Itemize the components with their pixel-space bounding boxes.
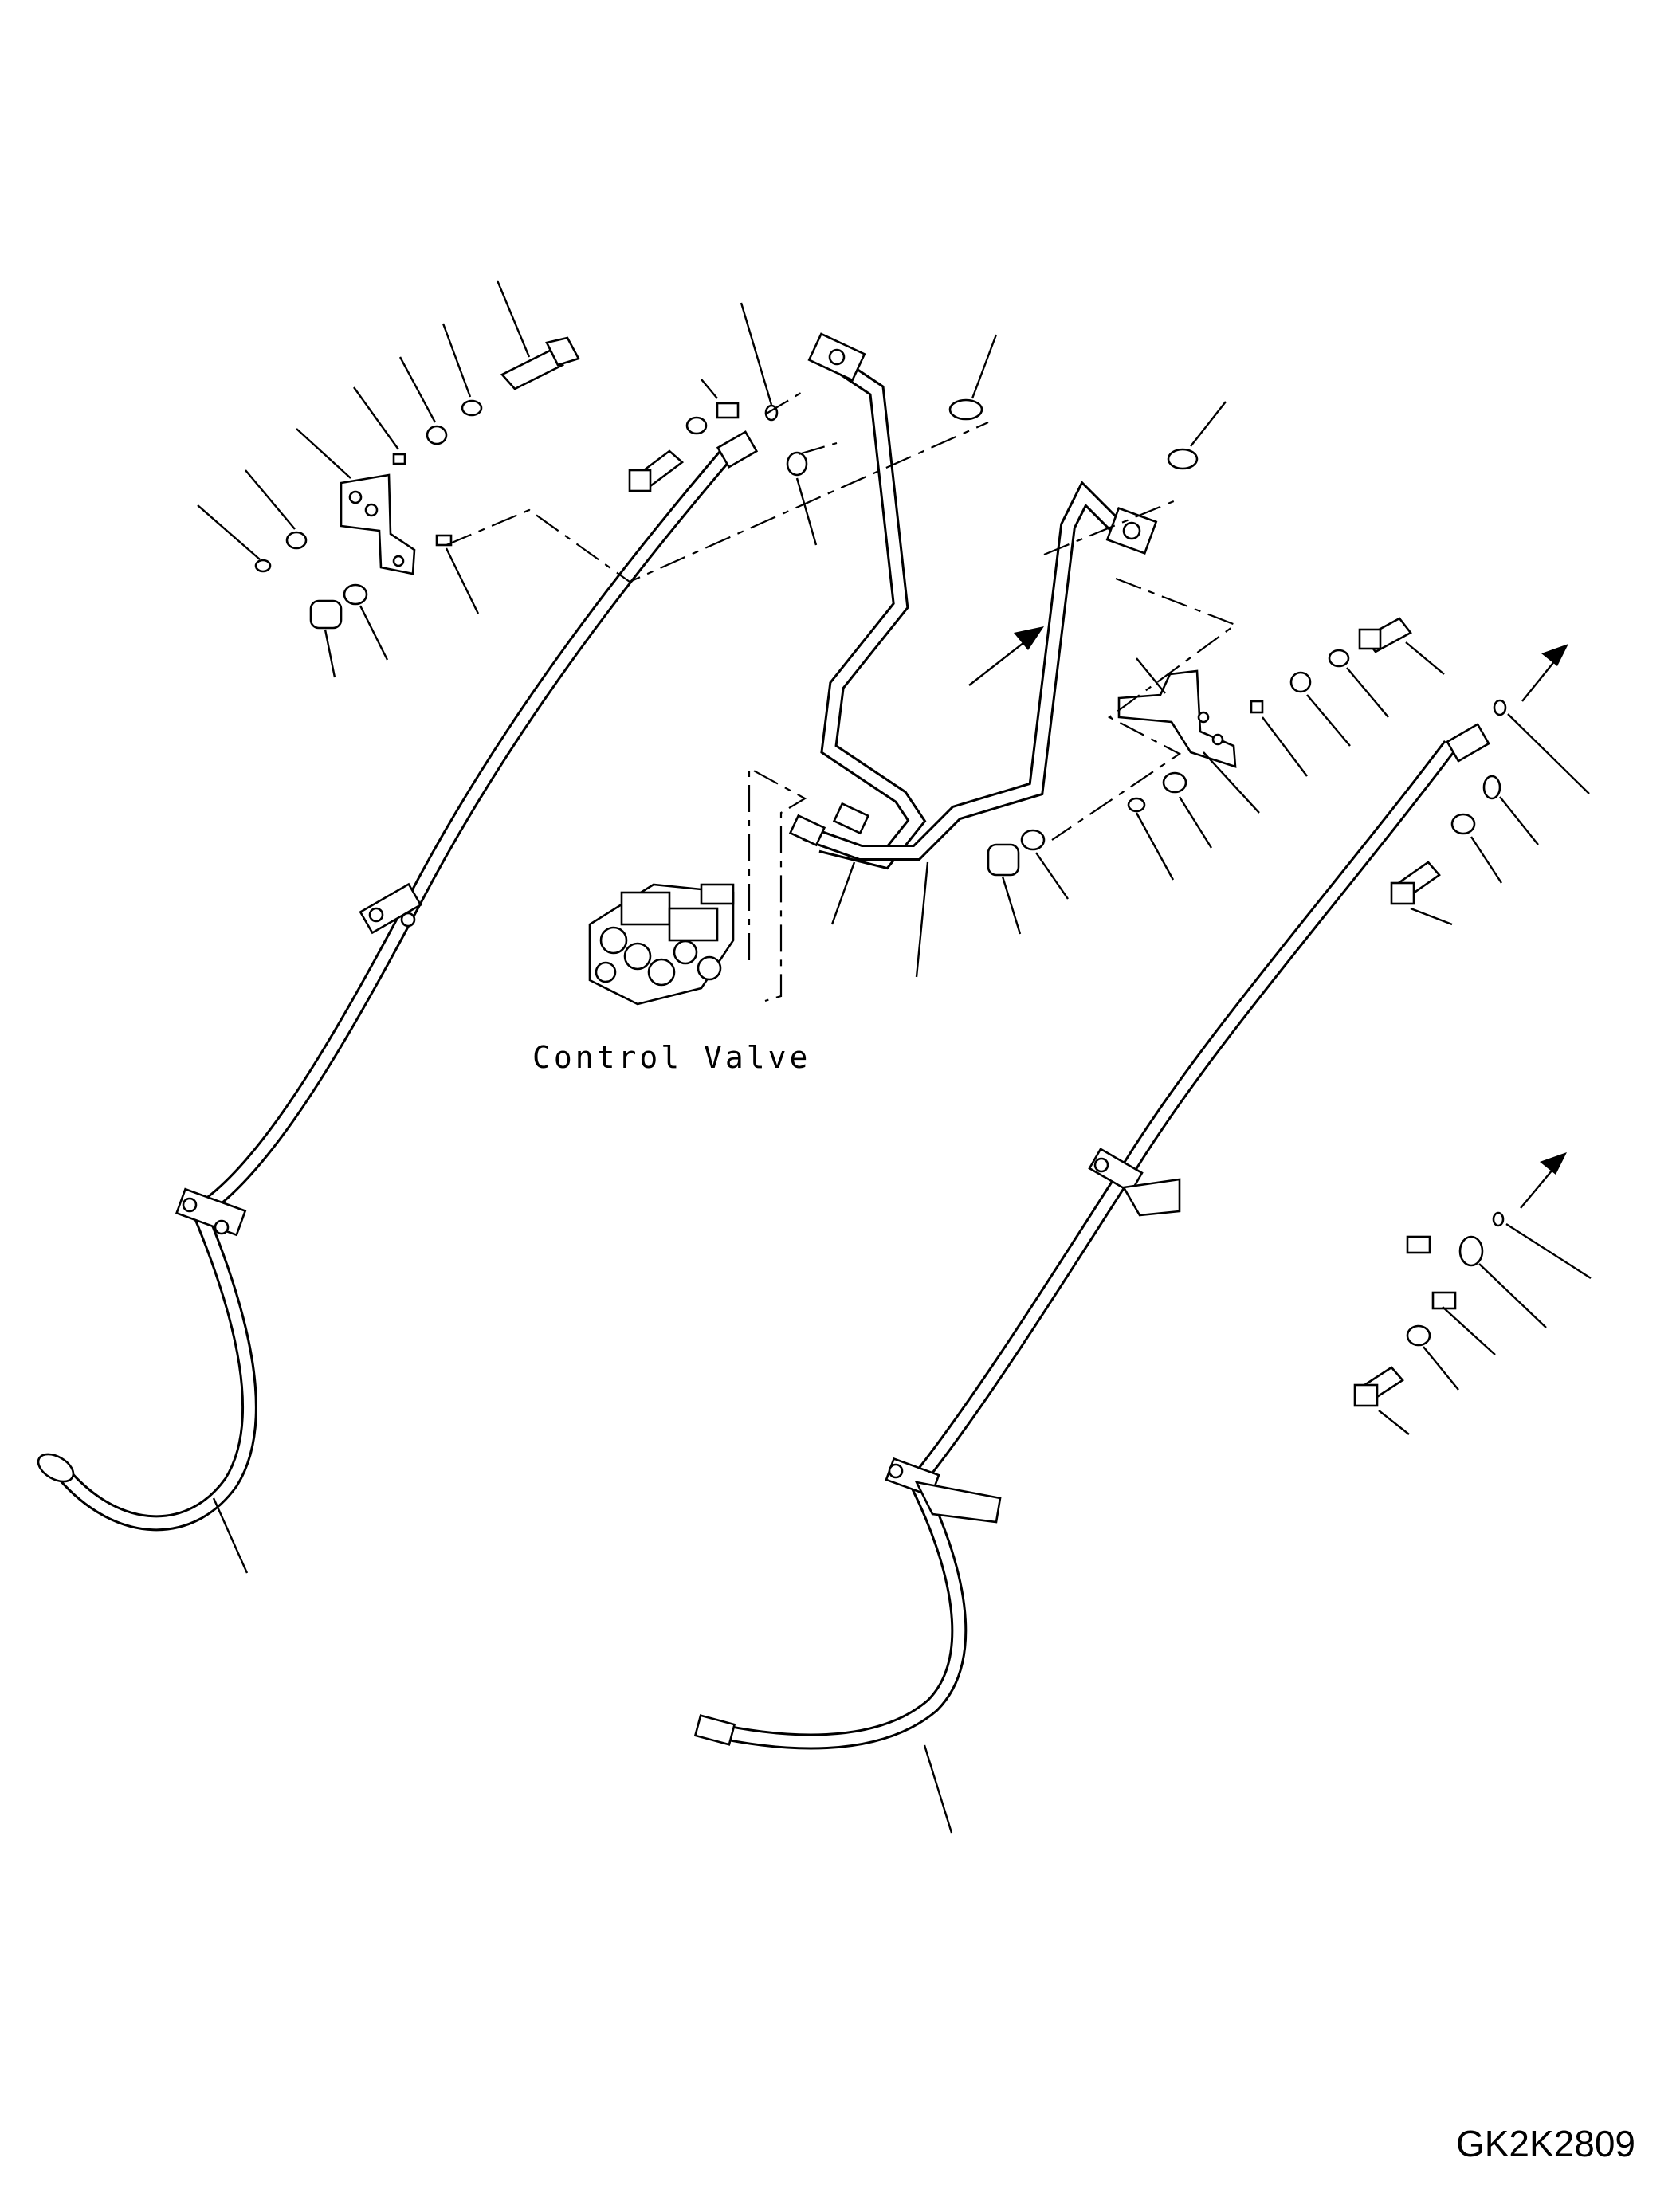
right-mid-parts [1390, 775, 1501, 905]
drawing-code: GK2K2809 [1455, 2123, 1635, 2164]
washer-icon [685, 416, 708, 435]
leader-lines [197, 280, 1592, 1834]
clip-icon [1167, 448, 1199, 470]
direction-arrow-icon [968, 626, 1044, 686]
left-bracket-group [254, 336, 580, 630]
right-hose [693, 723, 1490, 1750]
bolt-icon [716, 402, 740, 419]
washer-icon [1458, 1235, 1484, 1267]
washer-icon [1406, 1324, 1431, 1347]
assembly-lines [446, 390, 1238, 1002]
washer-icon [461, 399, 483, 417]
o-ring-icon [1492, 1211, 1505, 1227]
center-tubes [788, 332, 1158, 870]
bolt-icon [1358, 617, 1412, 653]
right-lower-parts [1353, 1211, 1505, 1407]
washer-icon [1328, 649, 1350, 668]
o-ring-icon [1493, 699, 1507, 716]
bolt-icon [1390, 861, 1441, 905]
washer-icon [1020, 829, 1046, 851]
center-top-parts [628, 398, 1199, 492]
bolt-icon [392, 453, 406, 465]
bolt-icon [628, 449, 685, 492]
nut-icon [309, 599, 343, 630]
washer-icon [343, 583, 368, 606]
direction-arrow-icon [1521, 644, 1568, 702]
clip-icon [1406, 1235, 1431, 1254]
washer-icon [1127, 797, 1146, 813]
clip-icon [948, 398, 983, 421]
nut-icon [285, 531, 308, 550]
nut-icon [1289, 671, 1312, 693]
clip-icon [1482, 775, 1501, 800]
clip-icon [1431, 1291, 1457, 1310]
nut-icon [426, 425, 448, 445]
left-hose [37, 430, 759, 1532]
washer-icon [1450, 813, 1476, 835]
bolt-icon [1353, 1366, 1404, 1407]
control-valve-label: Control Valve [532, 1040, 811, 1075]
control-valve-icon [588, 883, 735, 1006]
bolt-icon [500, 336, 580, 390]
o-ring-icon [786, 451, 808, 477]
washer-icon [254, 559, 272, 573]
nut-icon [1162, 771, 1187, 794]
right-bracket-group [987, 617, 1507, 877]
bolt-icon [1250, 700, 1264, 714]
clip-icon [435, 534, 453, 547]
direction-arrow-icon [1520, 1152, 1567, 1209]
nut-icon [987, 843, 1020, 877]
